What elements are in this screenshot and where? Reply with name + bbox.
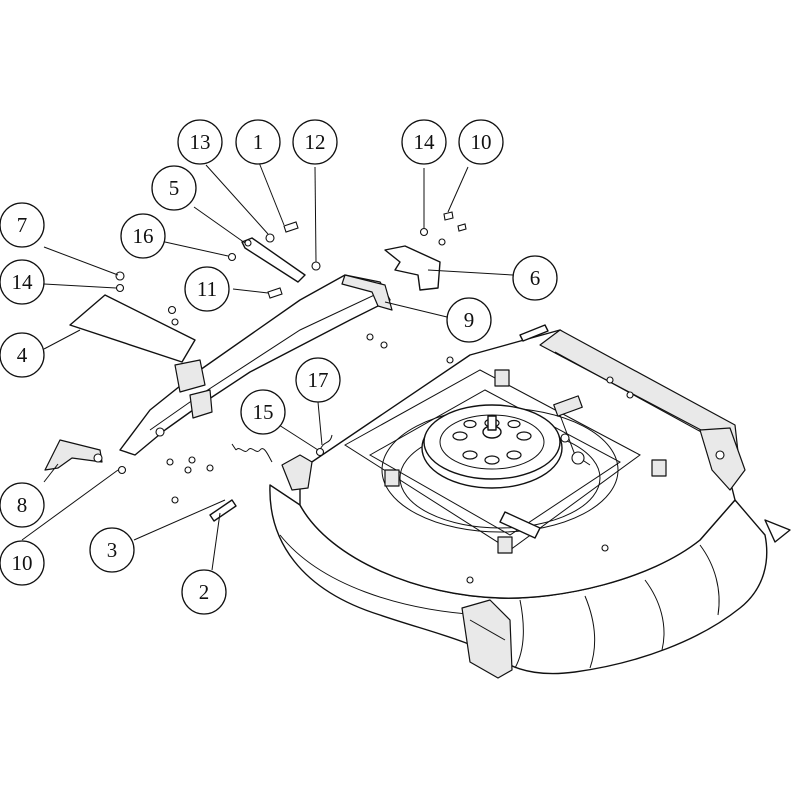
callout-10-right-label: 10 bbox=[471, 130, 492, 154]
callout-2-label: 2 bbox=[199, 580, 210, 604]
callout-1-label: 1 bbox=[253, 130, 264, 154]
mount-block-right bbox=[651, 459, 667, 477]
callouts: 1 2 3 4 5 6 7 8 bbox=[0, 119, 558, 615]
nut-12 bbox=[311, 261, 321, 271]
callout-10-left-label: 10 bbox=[12, 551, 33, 575]
callout-14-left-label: 14 bbox=[12, 270, 34, 294]
discharge-tube bbox=[499, 511, 541, 539]
callout-11-label: 11 bbox=[197, 277, 217, 301]
deck-pin bbox=[519, 324, 549, 342]
spring-3 bbox=[231, 443, 273, 463]
bolt-1 bbox=[283, 221, 299, 233]
callout-4: 4 bbox=[0, 332, 45, 378]
callout-14-right-label: 14 bbox=[414, 130, 436, 154]
callout-3: 3 bbox=[89, 527, 135, 573]
plate-4 bbox=[69, 294, 196, 363]
callout-3-label: 3 bbox=[107, 538, 118, 562]
callout-15-label: 15 bbox=[253, 400, 274, 424]
nut-7 bbox=[115, 271, 125, 281]
callout-7-label: 7 bbox=[17, 213, 28, 237]
bracket-8 bbox=[44, 439, 103, 471]
bolt-10-left bbox=[117, 465, 127, 475]
callout-12: 12 bbox=[292, 119, 338, 165]
callout-17: 17 bbox=[295, 357, 341, 403]
callout-15: 15 bbox=[240, 389, 286, 435]
leader-lines bbox=[21, 159, 514, 571]
pulley bbox=[421, 404, 563, 489]
lift-arm bbox=[119, 274, 393, 456]
callout-7: 7 bbox=[0, 202, 45, 248]
washer-14-right bbox=[419, 227, 429, 237]
washer-14-left bbox=[115, 283, 125, 293]
callout-5: 5 bbox=[151, 165, 197, 211]
callout-17-label: 17 bbox=[308, 368, 329, 392]
callout-2: 2 bbox=[181, 569, 227, 615]
hinge-bracket-left bbox=[281, 454, 313, 491]
callout-5-label: 5 bbox=[169, 176, 180, 200]
washer-13 bbox=[265, 233, 275, 243]
pin-2 bbox=[209, 499, 237, 522]
callout-8-label: 8 bbox=[17, 493, 28, 517]
callout-16: 16 bbox=[120, 213, 166, 259]
link-5 bbox=[241, 237, 306, 283]
callout-9: 9 bbox=[446, 297, 492, 343]
mount-block-front bbox=[497, 536, 513, 554]
mount-block-left bbox=[384, 469, 400, 487]
callout-16-label: 16 bbox=[133, 224, 154, 248]
hardware bbox=[115, 211, 467, 504]
bolt-11 bbox=[267, 287, 283, 299]
callout-14-left: 14 bbox=[0, 259, 45, 305]
callout-10-left: 10 bbox=[0, 540, 45, 586]
callout-9-label: 9 bbox=[464, 308, 475, 332]
idler-assembly bbox=[553, 395, 591, 466]
spring-17 bbox=[319, 434, 333, 451]
callout-11: 11 bbox=[184, 266, 230, 312]
bolt-10-right bbox=[443, 211, 454, 221]
callout-6-label: 6 bbox=[530, 266, 541, 290]
callout-6: 6 bbox=[512, 255, 558, 301]
callout-4-label: 4 bbox=[17, 343, 28, 367]
callout-1: 1 bbox=[235, 119, 281, 165]
washer-16 bbox=[227, 252, 237, 262]
callout-10-right: 10 bbox=[458, 119, 504, 165]
rear-bracket bbox=[699, 427, 746, 491]
callout-13: 13 bbox=[177, 119, 223, 165]
mount-block-rear bbox=[494, 369, 510, 387]
callout-8: 8 bbox=[0, 482, 45, 528]
callout-12-label: 12 bbox=[305, 130, 326, 154]
front-roller-bracket bbox=[461, 599, 513, 679]
deck-inner-frame bbox=[344, 369, 641, 551]
callout-14-right: 14 bbox=[401, 119, 447, 165]
bracket-6 bbox=[384, 245, 441, 291]
mower-deck bbox=[269, 324, 791, 679]
callout-13-label: 13 bbox=[190, 130, 211, 154]
